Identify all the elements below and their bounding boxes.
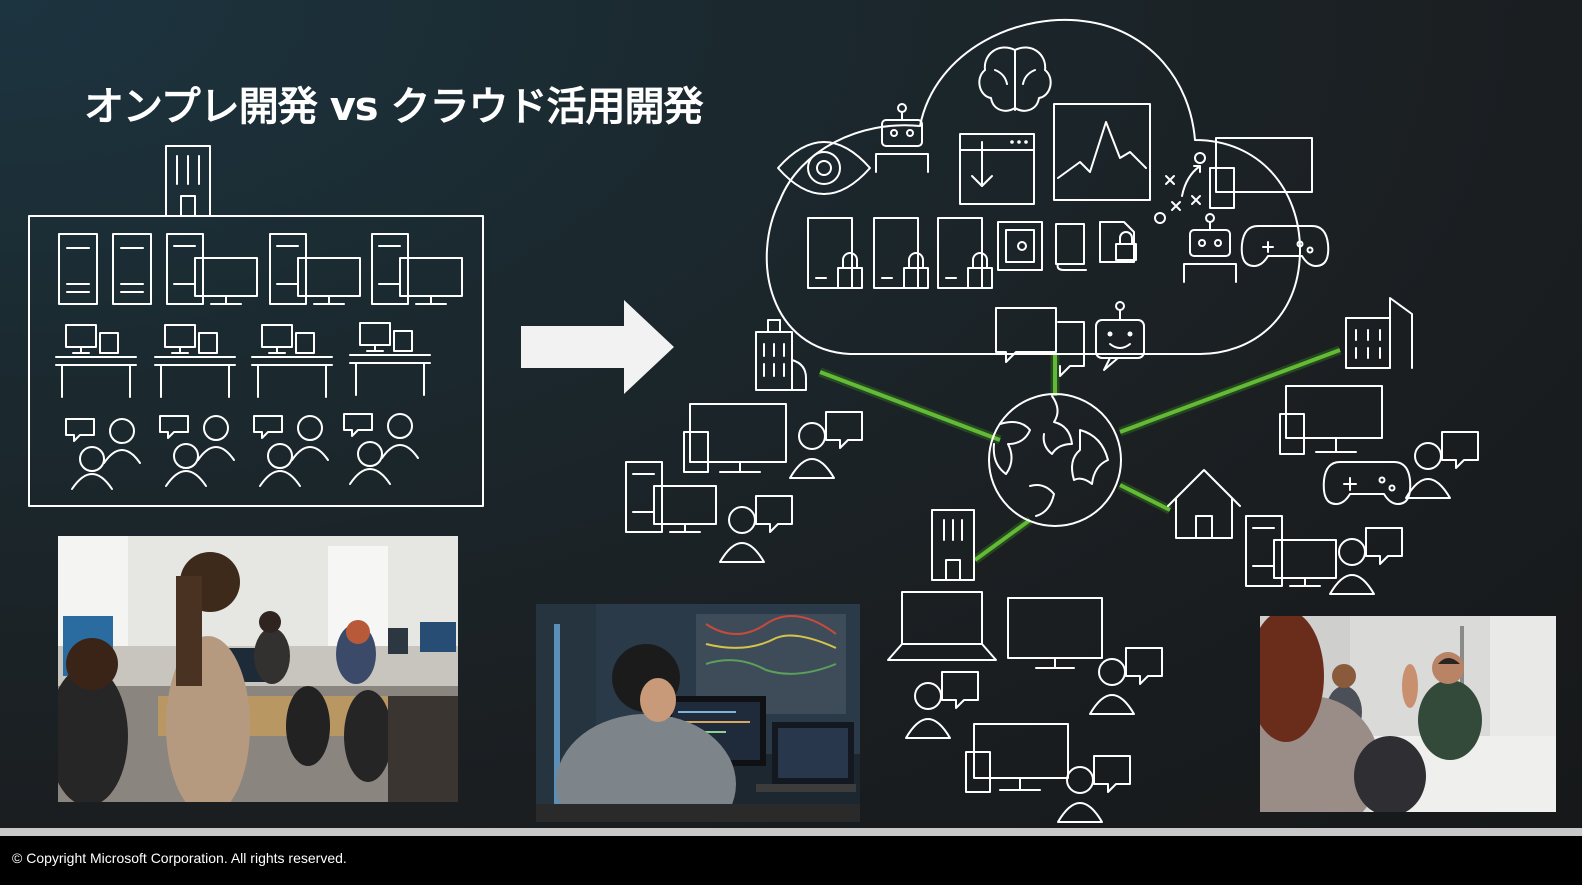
cloud-illustration xyxy=(625,18,1479,823)
brain-icon xyxy=(978,46,1052,112)
desktop-monitor-icon xyxy=(1209,137,1313,209)
network-connections xyxy=(818,345,1342,564)
chatbot-icon xyxy=(1095,301,1145,371)
locked-file-icon xyxy=(937,217,993,289)
person-chat-icon xyxy=(65,418,141,490)
locked-file-icon xyxy=(873,217,929,289)
person-chat-icon xyxy=(719,495,793,563)
desk-icon xyxy=(251,324,333,398)
download-window-icon xyxy=(959,133,1035,205)
person-chat-icon xyxy=(789,411,863,479)
person-chat-icon xyxy=(343,413,419,485)
desktop-monitor-icon xyxy=(683,403,787,473)
person-chat-icon xyxy=(1329,527,1403,595)
server-monitor-icon xyxy=(1245,515,1337,587)
slide-title: オンプレ開発 vs クラウド活用開発 xyxy=(84,84,704,130)
locked-file-icon xyxy=(807,217,863,289)
desktop-monitor-icon xyxy=(1007,597,1103,669)
footer: © Copyright Microsoft Corporation. All r… xyxy=(0,836,1582,885)
person-chat-icon xyxy=(253,415,329,487)
chart-icon xyxy=(1053,103,1151,201)
server-icon xyxy=(112,233,152,305)
person-chat-icon xyxy=(1405,431,1479,499)
robot-icon xyxy=(875,103,929,173)
strategy-icon xyxy=(1154,152,1206,224)
person-chat-icon xyxy=(159,415,235,487)
desk-icon xyxy=(349,322,431,396)
eye-icon xyxy=(777,141,871,195)
person-chat-icon xyxy=(905,671,979,739)
document-icon xyxy=(1055,223,1087,271)
on-premises-illustration xyxy=(28,145,484,507)
office-team-photo xyxy=(58,536,458,802)
safe-icon xyxy=(997,221,1043,271)
server-monitor-icon xyxy=(269,233,361,305)
developer-server-room-photo xyxy=(536,604,860,822)
server-monitor-icon xyxy=(166,233,258,305)
chat-bubbles-icon xyxy=(995,307,1085,377)
on-premises-frame xyxy=(28,215,484,507)
meeting-photo xyxy=(1260,616,1556,812)
office-building-icon xyxy=(931,509,975,581)
gamepad-icon xyxy=(1240,225,1330,267)
office-building-icon xyxy=(755,319,807,391)
laptop-icon xyxy=(887,591,997,661)
desktop-monitor-icon xyxy=(1279,385,1383,455)
globe-icon xyxy=(988,393,1122,527)
server-icon xyxy=(58,233,98,305)
office-building-icon xyxy=(165,145,211,217)
locked-folder-icon xyxy=(1099,221,1137,263)
copyright-text: © Copyright Microsoft Corporation. All r… xyxy=(12,850,347,866)
cloud-icon xyxy=(765,18,1301,355)
footer-divider xyxy=(0,828,1582,836)
desk-icon xyxy=(55,324,137,398)
house-icon xyxy=(1167,469,1241,539)
illustration-canvas xyxy=(28,18,1479,823)
right-arrow-icon xyxy=(521,300,674,394)
gamepad-icon xyxy=(1322,461,1412,505)
office-building-icon xyxy=(1345,297,1413,369)
slide: オンプレ開発 vs クラウド活用開発 xyxy=(0,0,1582,840)
server-monitor-icon xyxy=(371,233,463,305)
robot-icon xyxy=(1183,213,1237,283)
desk-icon xyxy=(154,324,236,398)
desktop-monitor-icon xyxy=(965,723,1069,793)
